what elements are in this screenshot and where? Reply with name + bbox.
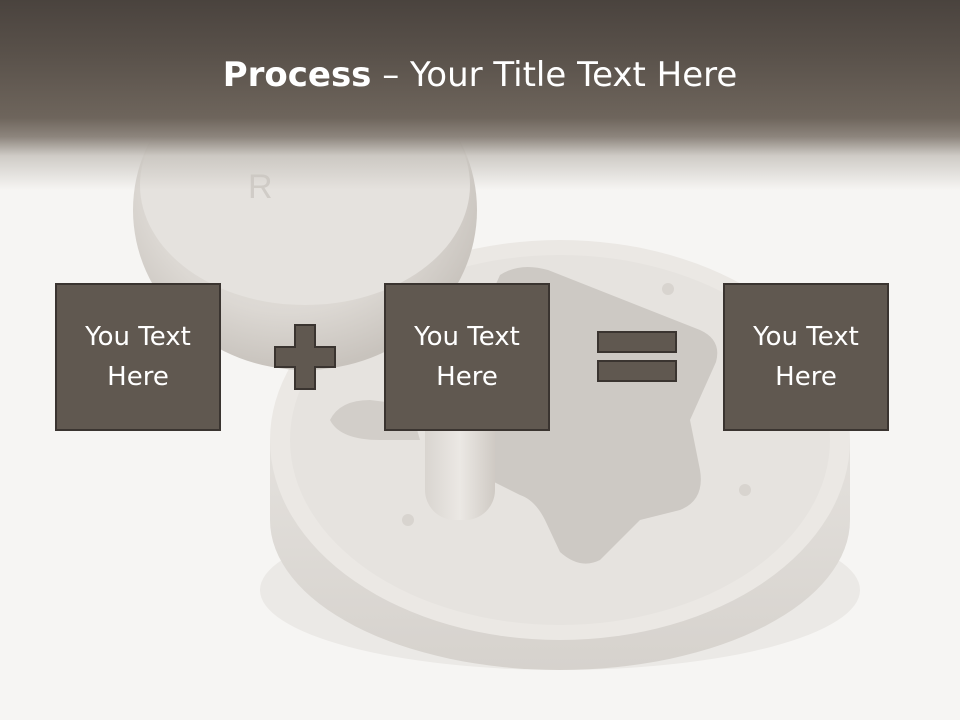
equals-icon (597, 331, 677, 382)
title-rest-text: – Your Title Text Here (371, 55, 738, 95)
slide-title: Process – Your Title Text Here (0, 52, 960, 98)
text-box-2[interactable]: You Text Here (384, 283, 550, 431)
text-box-2-label: You Text Here (414, 322, 520, 392)
title-bold-text: Process (222, 55, 372, 95)
text-box-3[interactable]: You Text Here (723, 283, 889, 431)
text-box-3-label: You Text Here (753, 322, 859, 392)
text-box-1-label: You Text Here (85, 322, 191, 392)
text-box-1[interactable]: You Text Here (55, 283, 221, 431)
plus-icon (274, 324, 336, 390)
header-band (0, 0, 960, 190)
